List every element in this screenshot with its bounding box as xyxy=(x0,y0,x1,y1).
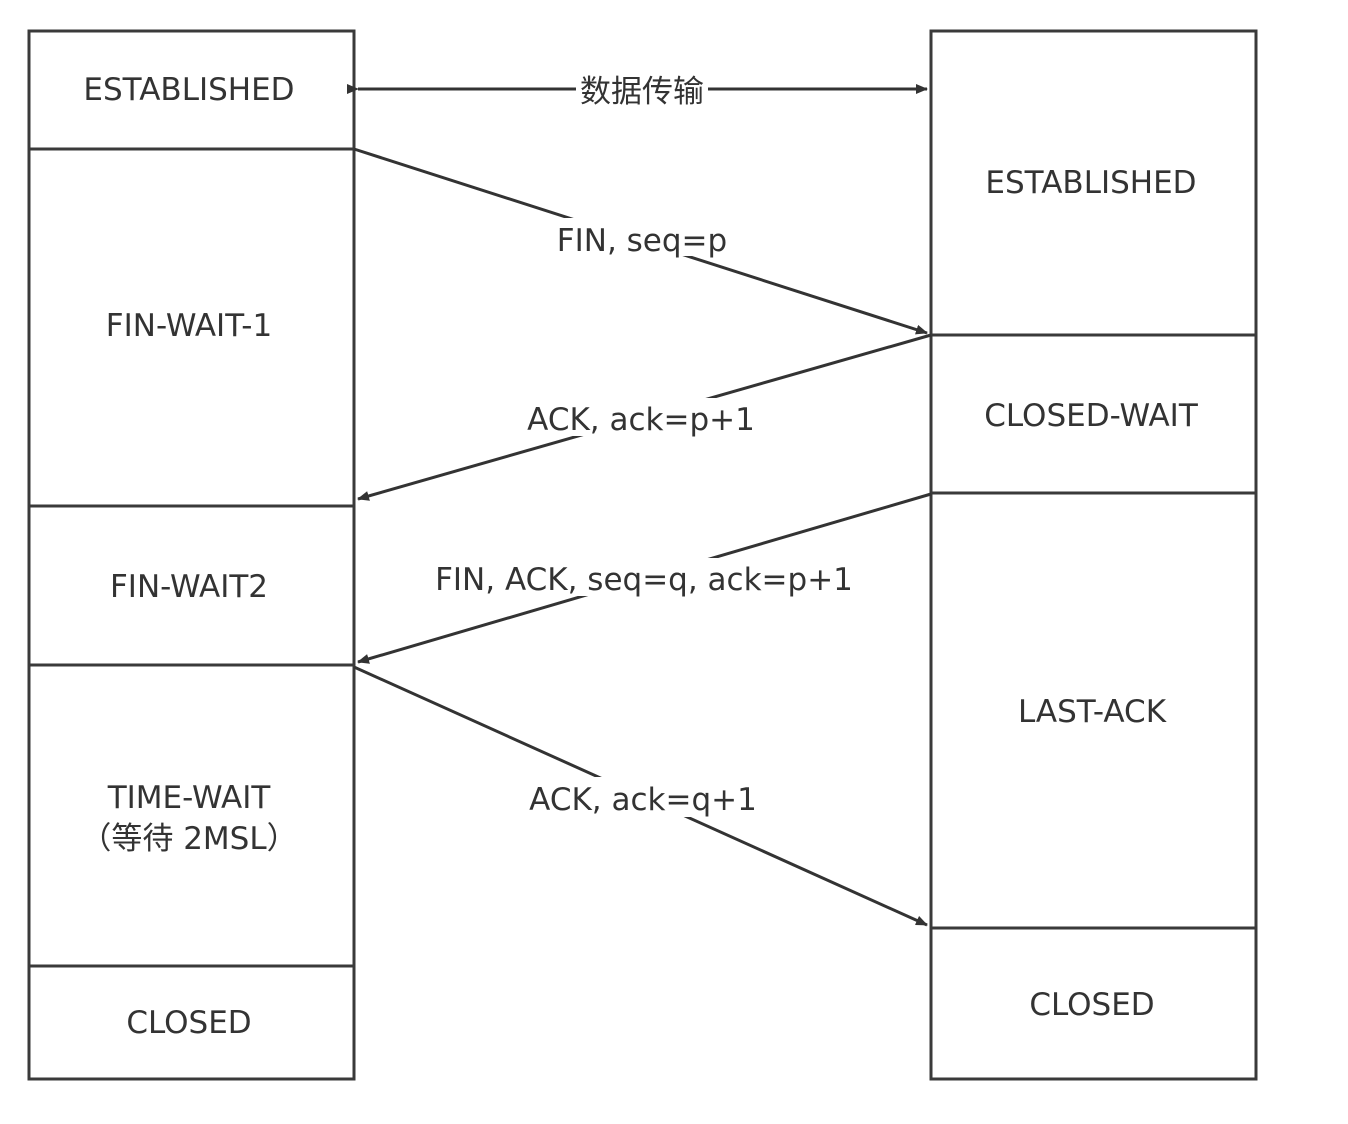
left-state-time-wait-label: TIME-WAIT xyxy=(107,780,272,816)
data-transfer-label-bg xyxy=(576,72,708,108)
data-transfer-arrow: 数据传输 xyxy=(347,72,928,110)
left-state-time-wait-sublabel: （等待 2MSL） xyxy=(80,821,297,857)
left-state-established-label: ESTABLISHED xyxy=(83,72,294,108)
right-state-established: ESTABLISHED xyxy=(929,29,1258,337)
left-state-fin-wait-2: FIN-WAIT2 xyxy=(27,504,356,667)
right-state-closed-wait-label: CLOSED-WAIT xyxy=(984,398,1199,434)
ack-q-plus-1-label: ACK, ack=q+1 xyxy=(529,782,757,818)
fin-seq-p-label: FIN, seq=p xyxy=(557,223,727,259)
ack-p-plus-1-label-bg xyxy=(526,398,758,436)
right-state-closed: CLOSED xyxy=(929,926,1258,1081)
right-state-closed-wait: CLOSED-WAIT xyxy=(929,333,1258,495)
ack-p-plus-1-arrow: ACK, ack=p+1 xyxy=(357,333,932,501)
left-state-established: ESTABLISHED xyxy=(27,29,356,151)
message-arrows: 数据传输 FIN, seq=p ACK, ack=p+1 FIN, ACK, s… xyxy=(347,72,932,927)
left-state-fin-wait-2-label: FIN-WAIT2 xyxy=(110,569,268,605)
fin-seq-p-label-bg xyxy=(554,218,730,256)
ack-q-plus-1-label-bg xyxy=(526,777,760,817)
right-state-closed-label: CLOSED xyxy=(1029,987,1154,1023)
fin-seq-p-arrow: FIN, seq=p xyxy=(353,147,928,335)
right-state-last-ack-label: LAST-ACK xyxy=(1018,694,1167,730)
left-state-fin-wait-1: FIN-WAIT-1 xyxy=(27,147,356,508)
right-state-last-ack: LAST-ACK xyxy=(929,491,1258,930)
fin-ack-seq-q-arrow: FIN, ACK, seq=q, ack=p+1 xyxy=(357,492,932,664)
left-state-time-wait: TIME-WAIT （等待 2MSL） xyxy=(27,663,356,968)
ack-p-plus-1-label: ACK, ack=p+1 xyxy=(527,402,755,438)
right-state-established-label: ESTABLISHED xyxy=(985,165,1196,201)
left-state-closed-label: CLOSED xyxy=(126,1005,251,1041)
left-state-closed: CLOSED xyxy=(27,964,356,1081)
data-transfer-label: 数据传输 xyxy=(580,74,704,110)
left-state-column: ESTABLISHED FIN-WAIT-1 FIN-WAIT2 TIME-WA… xyxy=(27,29,356,1081)
fin-ack-seq-q-label: FIN, ACK, seq=q, ack=p+1 xyxy=(435,562,853,598)
left-state-fin-wait-1-label: FIN-WAIT-1 xyxy=(106,308,272,344)
right-state-column: ESTABLISHED CLOSED-WAIT LAST-ACK CLOSED xyxy=(929,29,1258,1081)
ack-q-plus-1-arrow: ACK, ack=q+1 xyxy=(353,665,928,927)
fin-ack-seq-q-label-bg xyxy=(432,558,856,596)
